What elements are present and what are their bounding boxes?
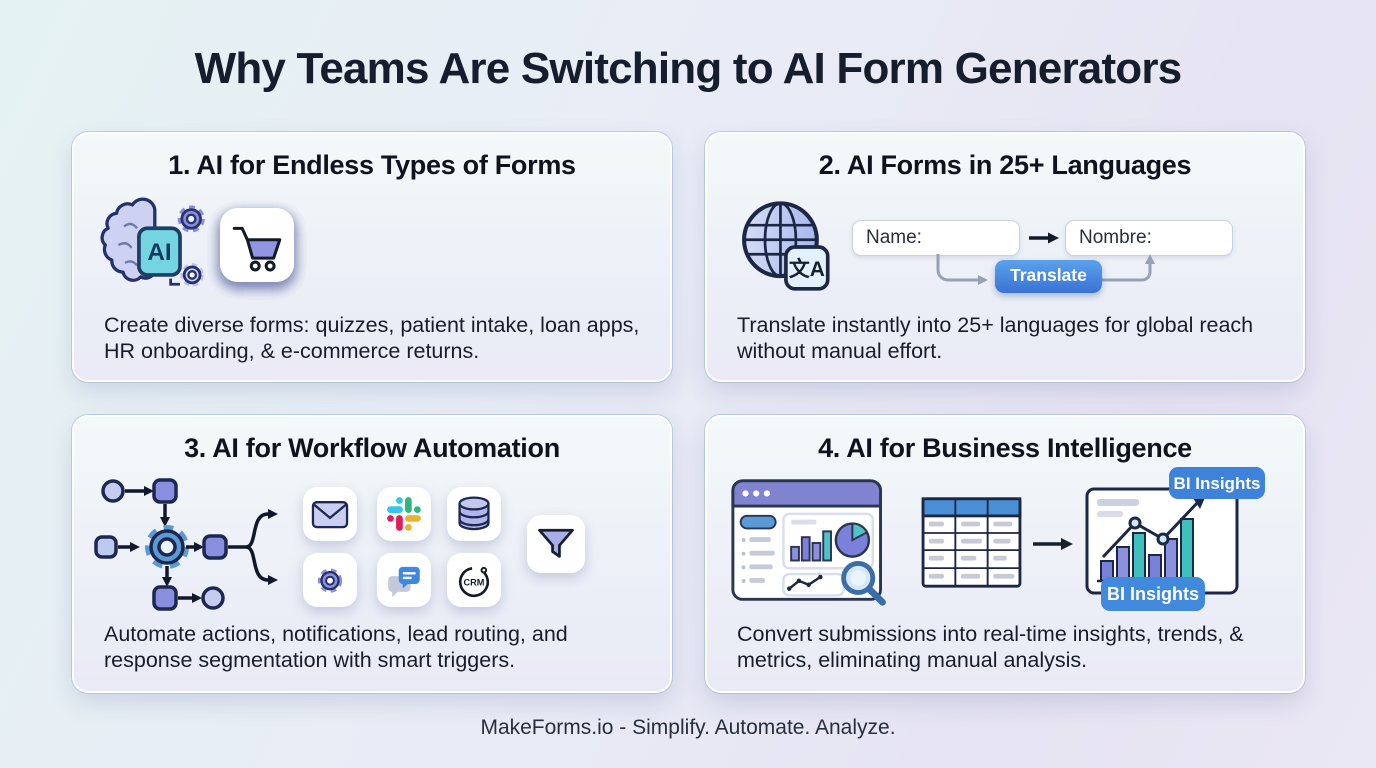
translate-arrow-icon bbox=[1029, 232, 1059, 244]
card-languages-title: 2. AI Forms in 25+ Languages bbox=[818, 150, 1192, 180]
icon-tile-filter bbox=[527, 515, 585, 573]
footer-tagline: MakeForms.io - Simplify. Automate. Analy… bbox=[480, 716, 896, 739]
card-endless-forms-body: Create diverse forms: quizzes, patient i… bbox=[104, 313, 640, 364]
card-business-intelligence-body: Convert submissions into real-time insig… bbox=[737, 622, 1244, 673]
filter-icon bbox=[538, 528, 574, 558]
card-workflow-automation: 3. AI for Workflow Automation bbox=[72, 415, 672, 693]
globe-badge-label: 文A bbox=[789, 257, 825, 281]
card-languages: 2. AI Forms in 25+ Languages 文A Name: No… bbox=[705, 132, 1305, 382]
card-endless-forms: 1. AI for Endless Types of Forms AI bbox=[72, 132, 672, 382]
slack-icon bbox=[387, 497, 421, 531]
icon-tile-crm: CRM bbox=[447, 553, 501, 607]
icon-tile-email bbox=[303, 487, 357, 541]
shopping-cart-icon bbox=[232, 226, 282, 272]
email-icon bbox=[311, 501, 349, 529]
gear-icon bbox=[317, 568, 343, 593]
data-table-icon bbox=[921, 497, 1022, 588]
database-icon bbox=[458, 496, 490, 531]
bi-insights-badge-bottom: BI Insights bbox=[1107, 584, 1199, 604]
card-workflow-automation-body: Automate actions, notifications, lead ro… bbox=[104, 622, 568, 673]
bi-insights-badge-top: BI Insights bbox=[1174, 474, 1261, 493]
crm-icon: CRM bbox=[458, 566, 490, 598]
flow-arrow-icon bbox=[1033, 538, 1073, 550]
icon-tile-chat bbox=[377, 553, 431, 607]
source-language-field[interactable]: Name: bbox=[852, 220, 1020, 256]
ai-chip-label: AI bbox=[147, 239, 171, 266]
card-languages-body: Translate instantly into 25+ languages f… bbox=[737, 313, 1254, 364]
card-business-intelligence: 4. AI for Business Intelligence bbox=[705, 415, 1305, 693]
source-language-label: Name: bbox=[866, 227, 922, 248]
icon-tile-slack bbox=[377, 487, 431, 541]
translate-button[interactable]: Translate bbox=[995, 260, 1102, 293]
crm-label: CRM bbox=[464, 577, 485, 587]
insights-chart-icon: BI Insights BI Insights bbox=[1085, 467, 1265, 611]
icon-tile-ecommerce bbox=[220, 208, 294, 282]
analytics-dashboard-icon bbox=[731, 479, 886, 606]
workflow-diagram-icon bbox=[94, 478, 278, 611]
target-language-field[interactable]: Nombre: bbox=[1065, 220, 1233, 256]
target-language-label: Nombre: bbox=[1079, 227, 1152, 248]
icon-tile-gear bbox=[303, 553, 357, 607]
page-title: Why Teams Are Switching to AI Form Gener… bbox=[194, 44, 1183, 93]
card-business-intelligence-title: 4. AI for Business Intelligence bbox=[818, 433, 1192, 463]
translate-flow-connector bbox=[936, 254, 1155, 285]
chat-icon bbox=[388, 566, 420, 598]
ai-brain-gears-icon: AI bbox=[100, 197, 205, 287]
globe-translate-icon: 文A bbox=[742, 201, 830, 291]
card-endless-forms-title: 1. AI for Endless Types of Forms bbox=[168, 150, 576, 180]
card-workflow-automation-title: 3. AI for Workflow Automation bbox=[184, 433, 560, 463]
icon-tile-database bbox=[447, 487, 501, 541]
